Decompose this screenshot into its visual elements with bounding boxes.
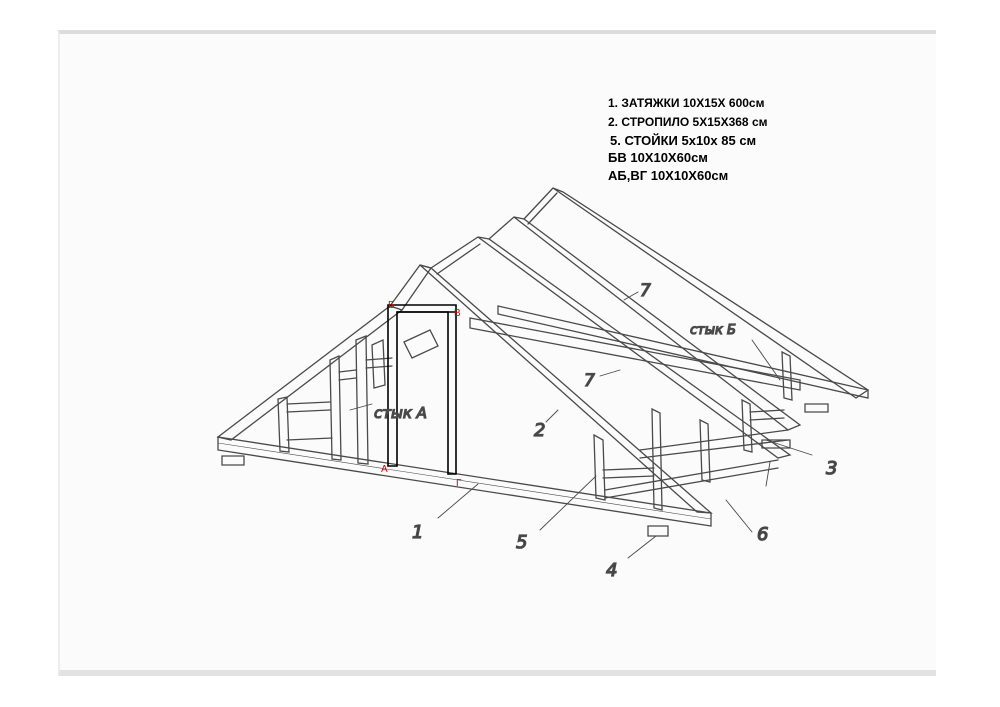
callout-2: 2 [534,420,545,441]
middle-truss-2 [488,216,802,431]
callout-5: 5 [516,532,527,553]
callout-leaders [349,291,813,559]
highlighted-frame [387,304,457,475]
sleeper-blocks [221,403,829,537]
back-truss [523,187,870,399]
callout-1: 1 [412,522,423,543]
back-tie-beams [469,305,869,499]
callout-4: 4 [606,560,617,581]
front-right-studs [593,407,663,511]
corner-label-g: Г [456,478,462,489]
joint-a-label: стык А [374,404,427,422]
corner-label-v: В [454,308,461,319]
callout-6: 6 [757,524,768,545]
front-tie-beam [217,436,712,527]
front-apex [389,264,433,311]
middle-truss-1 [430,236,792,459]
drawing-sheet [58,30,936,676]
corner-label-a: А [381,464,388,475]
joint-b-label: стык Б [690,323,736,338]
corner-label-b: Б [388,300,395,311]
callout-7-upper: 7 [640,281,651,301]
back-studs [699,350,793,483]
front-left-studs [277,329,439,465]
callout-7-lower: 7 [584,371,595,391]
callout-3: 3 [826,458,837,479]
